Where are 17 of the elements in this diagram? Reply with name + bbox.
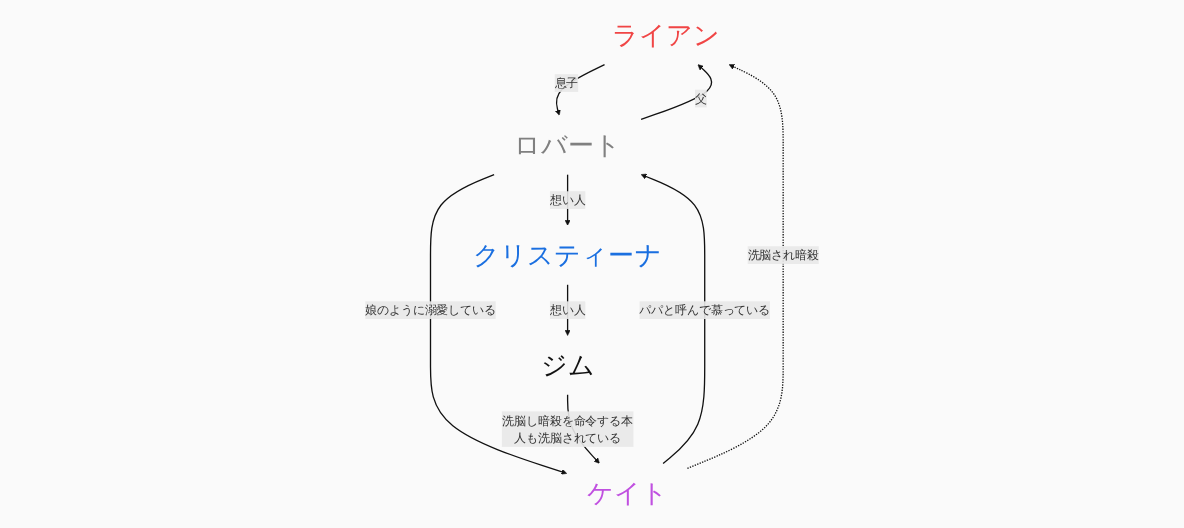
node-text: ロバート [513, 129, 622, 161]
edge-label: 洗脳し暗殺を命令する本人も洗脳されている [502, 413, 633, 445]
arrow [686, 64, 784, 469]
node-text: クリスティーナ [473, 239, 662, 271]
edge-label: パパと呼んで慕っている [639, 303, 770, 318]
edge-label: 想い人 [549, 303, 586, 318]
edge-label: 想い人 [549, 193, 586, 207]
edge-label: 娘のように溺愛している [365, 303, 496, 318]
node-text: ジム [540, 350, 595, 381]
edge-label: 息子 [554, 76, 579, 90]
edge-label: 父 [694, 91, 707, 106]
node-text: ケイト [586, 477, 668, 509]
arrow [640, 173, 706, 465]
node-text: ライアン [611, 19, 720, 51]
arrow [640, 64, 713, 121]
edge-label: 洗脳され暗殺 [747, 248, 819, 263]
arrow [429, 173, 568, 475]
